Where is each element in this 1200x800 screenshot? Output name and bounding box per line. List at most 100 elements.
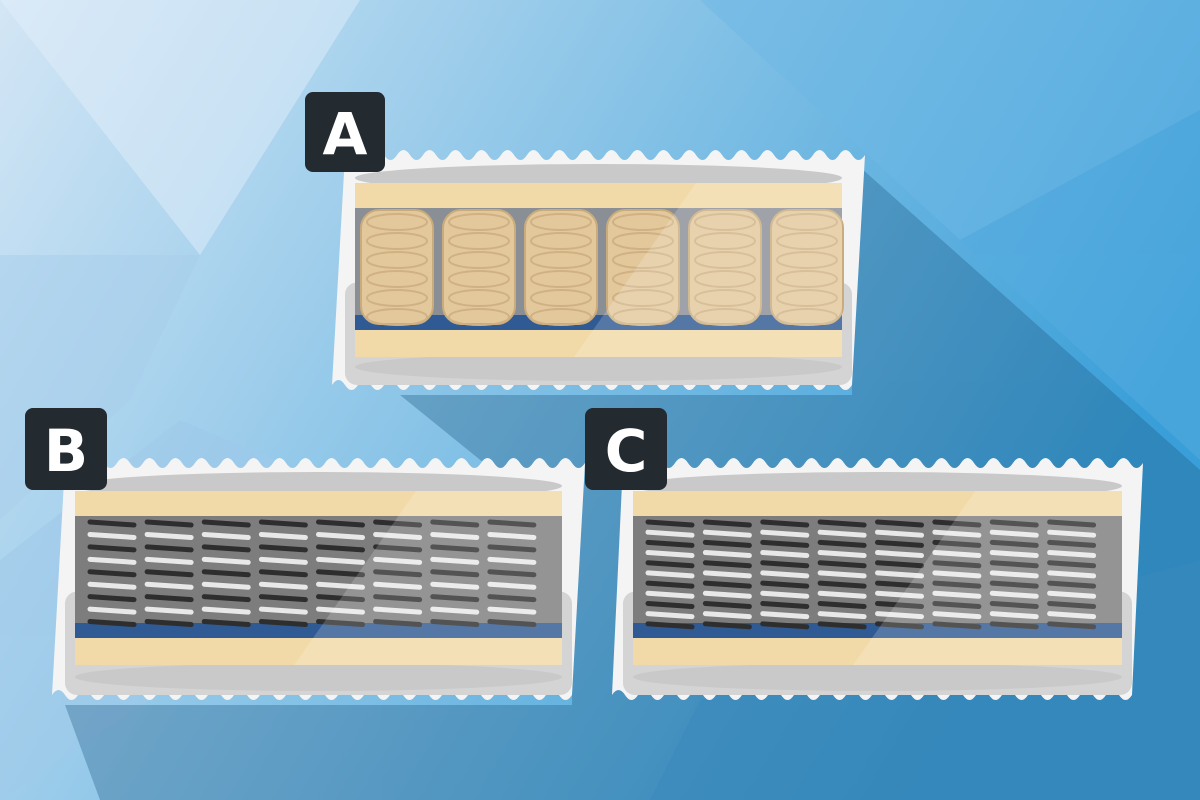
- spring-wire: [144, 556, 194, 565]
- coil-ring: [366, 308, 428, 326]
- bottom-foam-layer: [633, 638, 1122, 665]
- spring-wire: [989, 550, 1039, 559]
- spring-wire: [932, 580, 982, 589]
- svg-text:A: A: [323, 100, 368, 168]
- spring-wire: [932, 590, 982, 599]
- mattress-a: [332, 150, 865, 390]
- coil-ring: [366, 213, 428, 231]
- highlight: [853, 491, 1122, 665]
- spring-wire: [702, 600, 752, 609]
- coil-ring: [612, 213, 674, 231]
- spring-wire: [875, 590, 924, 599]
- spring-wire: [201, 606, 251, 615]
- spring-wire: [144, 606, 194, 615]
- spring-wire: [316, 519, 365, 528]
- spring-wire: [201, 556, 251, 565]
- spring-wire: [932, 550, 982, 559]
- spring-wire: [645, 590, 695, 599]
- spring-wire: [702, 580, 752, 589]
- spring-wire: [760, 550, 810, 559]
- spring-wire: [258, 531, 308, 540]
- coil-ring: [530, 289, 592, 307]
- spring-wire: [760, 529, 810, 538]
- coil-ring: [694, 251, 756, 269]
- bottom-quilt: [355, 353, 842, 381]
- spring-wire: [430, 544, 480, 553]
- coil-ring: [776, 270, 838, 288]
- spring-wire: [702, 550, 752, 559]
- spring-wire: [989, 621, 1039, 630]
- coil-ring: [366, 289, 428, 307]
- spring-wire: [258, 619, 308, 628]
- spring-wire: [702, 570, 752, 579]
- spring-wire: [645, 519, 695, 528]
- spring-wire: [373, 544, 423, 553]
- spring-wire: [817, 570, 867, 579]
- spring-wire: [645, 611, 695, 620]
- spring-wire: [645, 560, 695, 569]
- spring-wire: [87, 569, 137, 578]
- spring-wire: [430, 619, 480, 628]
- spring-wire: [1047, 519, 1097, 528]
- spring-wire: [989, 590, 1039, 599]
- top-foam-layer: [75, 491, 562, 516]
- spring-wire: [817, 519, 867, 528]
- coil-ring: [530, 232, 592, 250]
- spring-wire: [258, 556, 308, 565]
- coil-ring: [530, 308, 592, 326]
- spring-wire: [645, 570, 695, 579]
- coil-ring: [694, 232, 756, 250]
- spring-wire: [760, 539, 810, 548]
- spring-wire: [875, 621, 924, 630]
- label-b: B: [25, 408, 107, 490]
- spring-wire: [702, 560, 752, 569]
- spring-wire: [817, 560, 867, 569]
- spring-wire: [760, 611, 810, 620]
- spring-wire: [258, 594, 308, 603]
- spring-wire: [875, 600, 924, 609]
- spring-wire: [760, 621, 810, 630]
- coil-ring: [612, 251, 674, 269]
- coil-ring: [612, 289, 674, 307]
- spring-wire: [702, 611, 752, 620]
- coil-ring: [776, 232, 838, 250]
- spring-wire: [430, 594, 480, 603]
- spring-wire: [932, 529, 982, 538]
- spring-wire: [989, 611, 1039, 620]
- spring-wire: [932, 611, 982, 620]
- spring-wire: [430, 569, 480, 578]
- coil-ring: [612, 308, 674, 326]
- spring-wire: [702, 621, 752, 630]
- spring-wire: [989, 570, 1039, 579]
- spring-wire: [144, 519, 194, 528]
- spring-wire: [144, 569, 194, 578]
- spring-wire: [932, 539, 982, 548]
- spring-wire: [316, 606, 365, 615]
- spring-wire: [487, 531, 537, 540]
- spring-wire: [487, 619, 537, 628]
- coil-ring: [448, 213, 510, 231]
- top-foam-layer: [633, 491, 1122, 516]
- spring-wire: [760, 560, 810, 569]
- spring-wire: [430, 606, 480, 615]
- base-layer: [75, 623, 562, 638]
- spring-wire: [144, 619, 194, 628]
- coil-ring: [448, 251, 510, 269]
- coil-ring: [366, 270, 428, 288]
- spring-wire: [87, 581, 137, 590]
- coil-ring: [776, 308, 838, 326]
- spring-wire: [373, 619, 423, 628]
- spring-wire: [989, 519, 1039, 528]
- spring-wire: [932, 600, 982, 609]
- spring-wire: [932, 570, 982, 579]
- coil-ring: [366, 251, 428, 269]
- spring-wire: [201, 519, 251, 528]
- spring-wire: [875, 611, 924, 620]
- spring-wire: [258, 581, 308, 590]
- coil-ring: [448, 232, 510, 250]
- top-foam-layer: [355, 183, 842, 208]
- spring-wire: [760, 600, 810, 609]
- spring-wire: [87, 544, 137, 553]
- spring-wire: [875, 529, 924, 538]
- coil-ring: [776, 213, 838, 231]
